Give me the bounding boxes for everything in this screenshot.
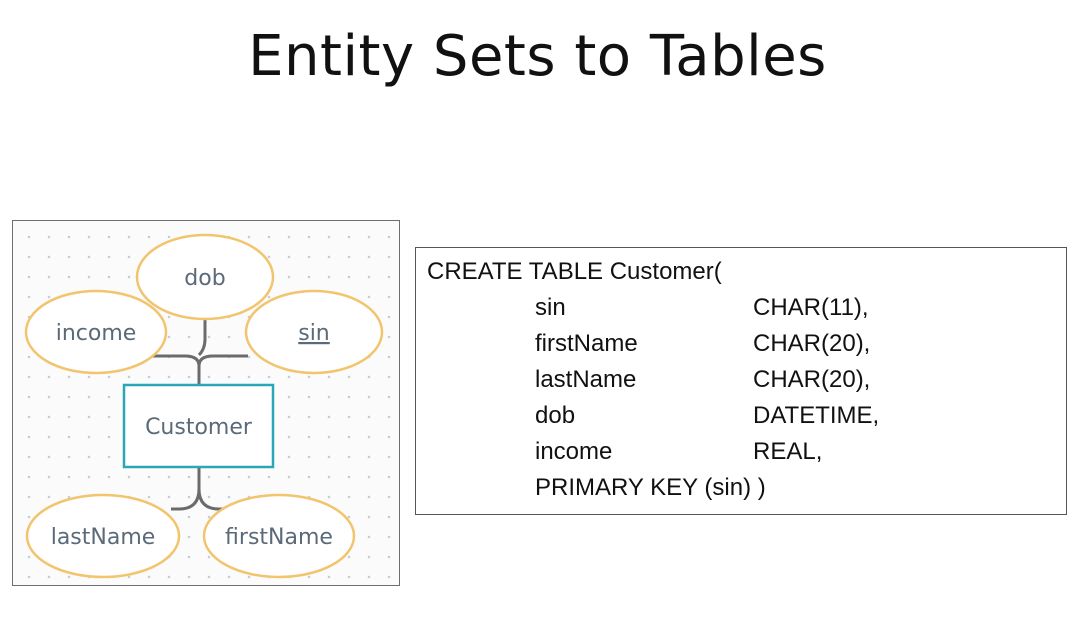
sql-column-name: lastName	[535, 366, 637, 393]
attribute-lastname-label: lastName	[51, 525, 156, 550]
sql-column-name: firstName	[535, 330, 638, 357]
connector-firstname	[197, 488, 226, 511]
attribute-dob-label: dob	[184, 266, 225, 291]
attribute-sin	[244, 289, 384, 375]
sql-column-name: dob	[535, 402, 576, 429]
attribute-firstname	[202, 493, 356, 579]
sql-footer: PRIMARY KEY (sin) )	[535, 474, 766, 501]
sql-column-name: income	[535, 438, 613, 465]
attribute-income	[24, 289, 168, 375]
sql-column-type: CHAR(11),	[753, 294, 869, 321]
connector-dob	[197, 319, 207, 357]
sql-column-type: CHAR(20),	[753, 330, 871, 357]
er-diagram: Customer dob income sin lastName firstNa…	[24, 233, 384, 579]
attribute-firstname-label: firstName	[225, 525, 333, 550]
slide-title: Entity Sets to Tables	[248, 24, 827, 89]
attribute-sin-label: sin	[298, 321, 330, 346]
sql-header: CREATE TABLE Customer(	[427, 258, 722, 285]
connector-income	[151, 354, 201, 384]
sql-code-box: CREATE TABLE Customer( sin CHAR(11), fir…	[415, 247, 1067, 515]
connector-lastname	[171, 468, 201, 511]
sql-column-name: sin	[535, 294, 566, 321]
sql-column-type: CHAR(20),	[753, 366, 871, 393]
entity-customer	[122, 383, 275, 469]
entity-label: Customer	[145, 415, 253, 440]
connector-sin	[197, 354, 248, 367]
er-diagram-panel: Customer dob income sin lastName firstNa…	[12, 220, 400, 586]
sql-column-type: DATETIME,	[753, 402, 880, 429]
connectors	[151, 319, 248, 511]
attribute-dob	[135, 233, 275, 321]
sql-column-type: REAL,	[753, 438, 823, 465]
attribute-lastname	[25, 493, 181, 579]
attribute-income-label: income	[56, 321, 137, 346]
